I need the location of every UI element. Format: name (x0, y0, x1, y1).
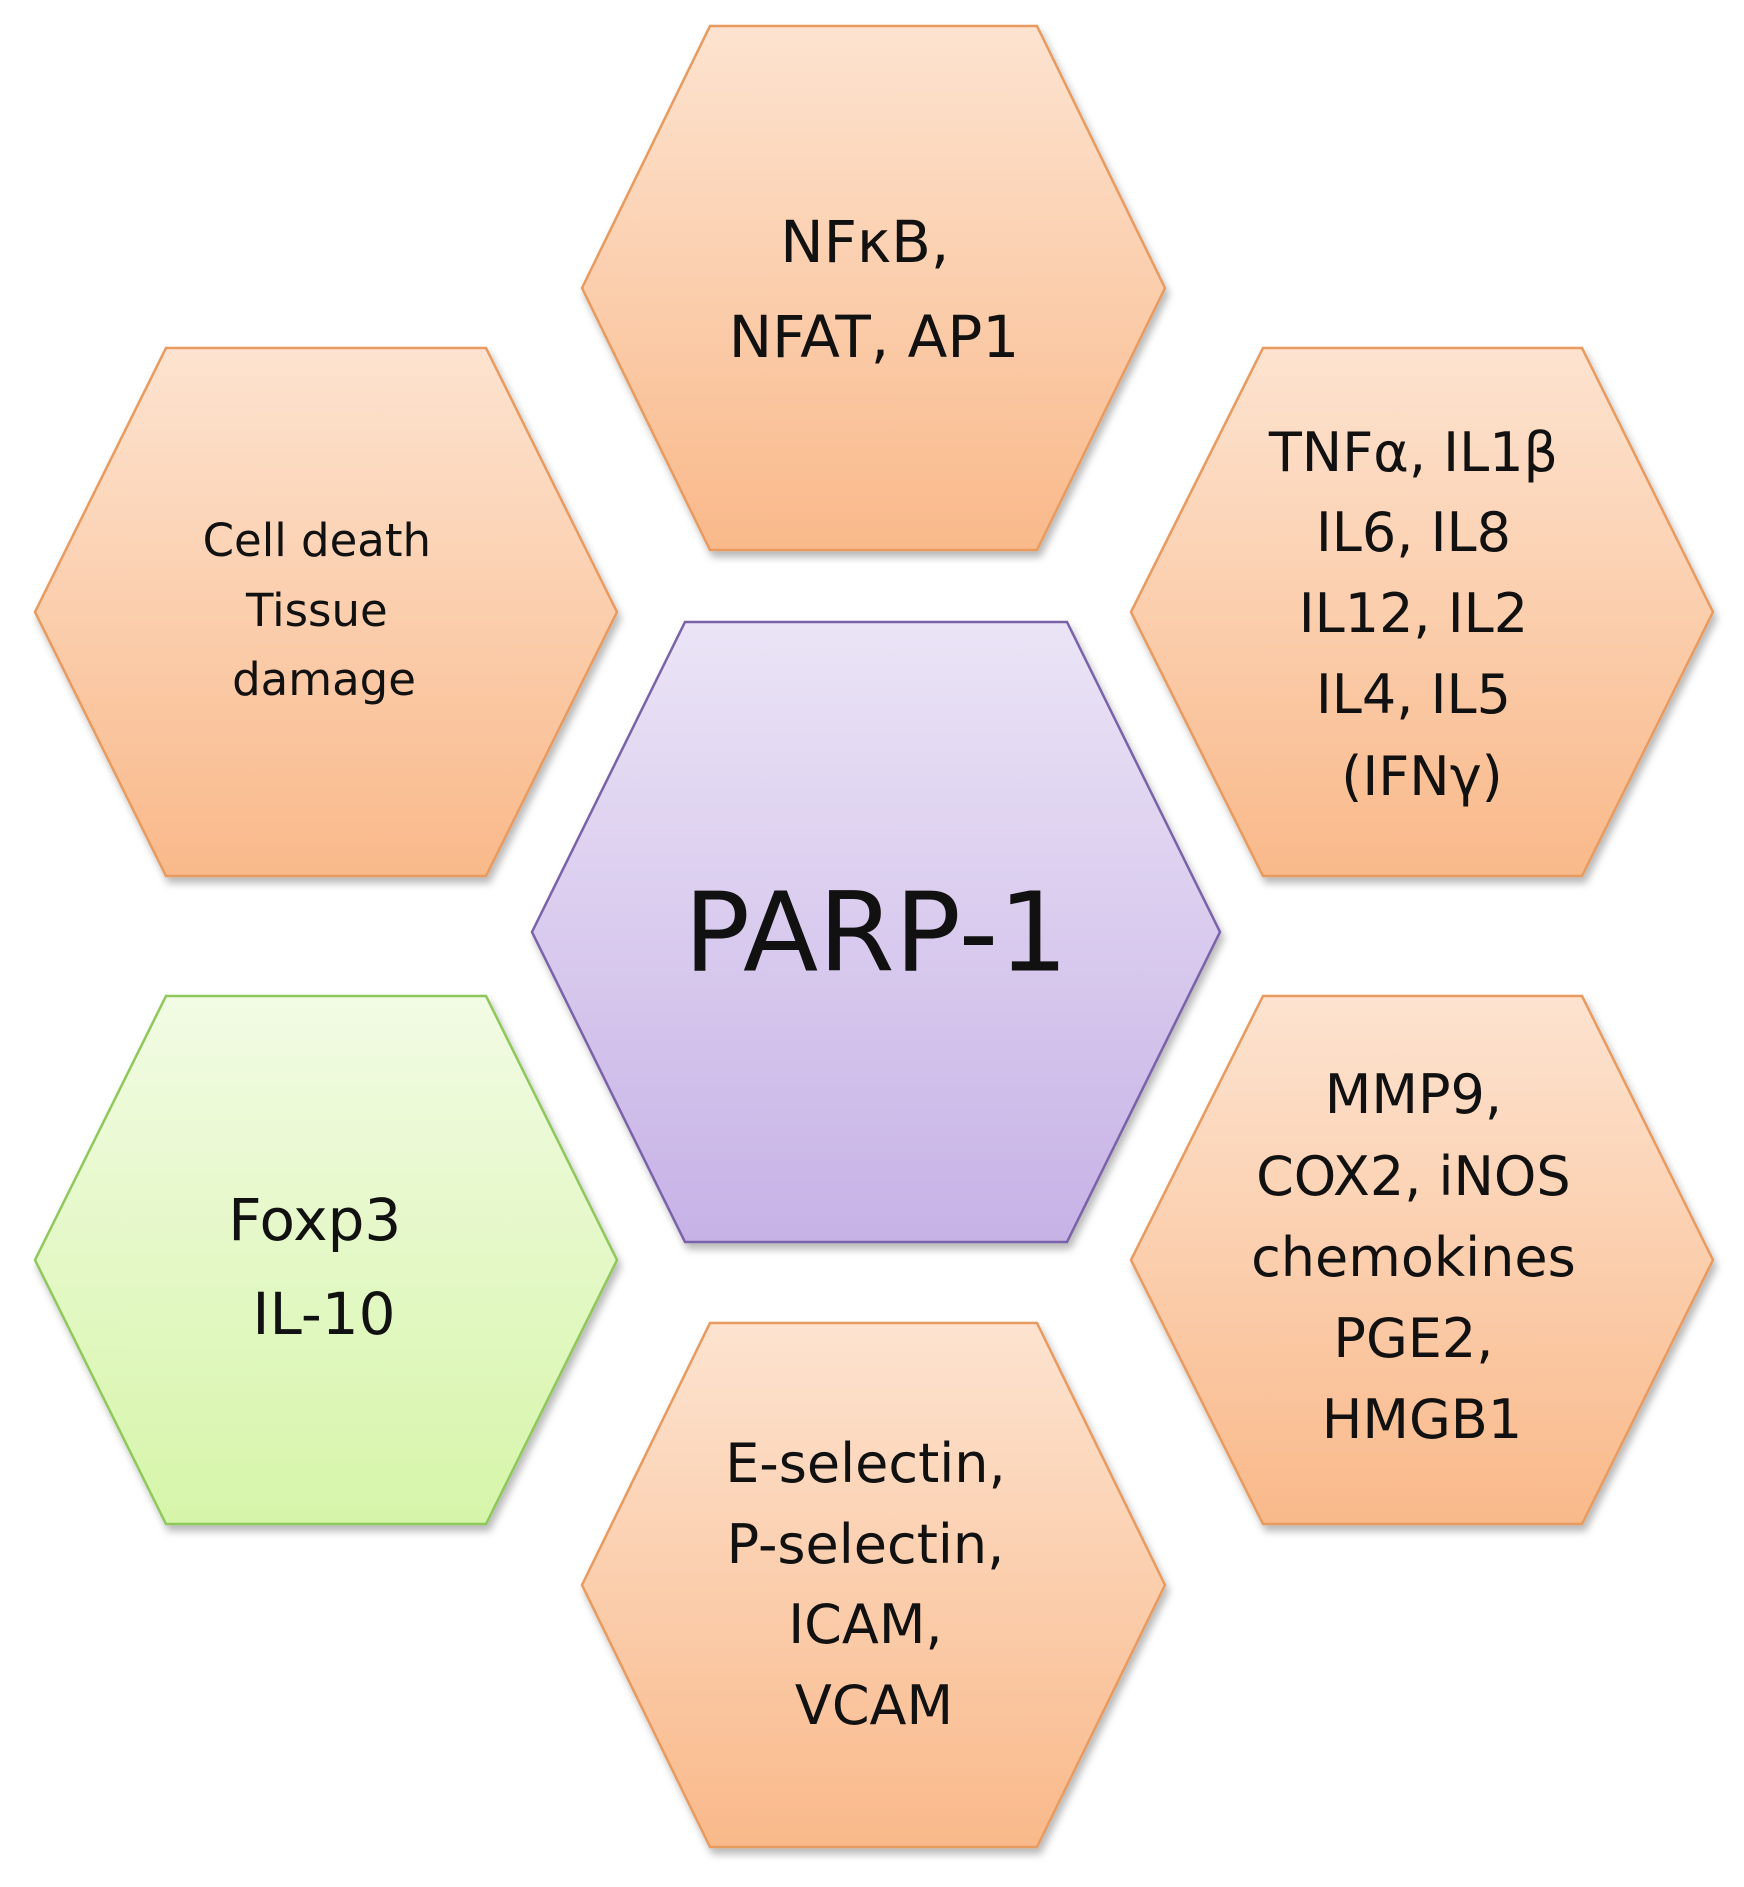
node-upper-right: TNFα, IL1β IL6, IL8 IL12, IL2 IL4, IL5 (… (1129, 346, 1715, 878)
node-bottom-line-2: P-selectin, (727, 1513, 1005, 1576)
node-lower-left-line-1: Foxp3 (228, 1186, 401, 1254)
node-lower-left-text: Foxp3 IL-10 (228, 1186, 419, 1348)
center-hexagon: PARP-1 (530, 620, 1222, 1244)
node-bottom: E-selectin, P-selectin, ICAM, VCAM (580, 1321, 1167, 1849)
node-upper-left-line-1: Cell death (203, 514, 431, 567)
node-upper-left: Cell death Tissue damage (33, 346, 619, 878)
node-upper-right-line-2: IL6, IL8 (1316, 501, 1511, 564)
node-upper-left-shape (33, 346, 619, 878)
node-upper-right-line-3: IL12, IL2 (1299, 582, 1528, 645)
node-upper-right-text: TNFα, IL1β IL6, IL8 IL12, IL2 IL4, IL5 (… (1268, 421, 1575, 808)
center-label: PARP-1 (684, 868, 1069, 996)
node-lower-right-line-4: PGE2, (1333, 1307, 1493, 1370)
node-bottom-line-4: VCAM (795, 1674, 953, 1737)
node-top-text: NFκB, NFAT, AP1 (729, 208, 1019, 371)
node-bottom-text: E-selectin, P-selectin, ICAM, VCAM (725, 1432, 1023, 1737)
node-top: NFκB, NFAT, AP1 (580, 24, 1167, 552)
node-top-line-2: NFAT, AP1 (729, 303, 1019, 371)
node-lower-left: Foxp3 IL-10 (33, 994, 619, 1526)
node-lower-right-text: MMP9, COX2, iNOS chemokines PGE2, HMGB1 (1251, 1063, 1593, 1451)
node-upper-left-text: Cell death Tissue damage (203, 514, 446, 706)
node-lower-right-shape (1129, 994, 1715, 1526)
node-lower-right-line-1: MMP9, (1325, 1063, 1502, 1126)
node-lower-right-line-2: COX2, iNOS (1256, 1145, 1571, 1208)
node-upper-right-line-1: TNFα, IL1β (1268, 421, 1558, 484)
node-upper-right-line-4: IL4, IL5 (1316, 663, 1511, 726)
node-bottom-line-3: ICAM, (788, 1593, 942, 1656)
node-top-line-1: NFκB, (780, 208, 949, 276)
node-bottom-line-1: E-selectin, (725, 1432, 1005, 1495)
node-lower-right-line-3: chemokines (1251, 1226, 1576, 1289)
node-lower-left-shape (33, 994, 619, 1526)
node-lower-right: MMP9, COX2, iNOS chemokines PGE2, HMGB1 (1129, 994, 1715, 1526)
node-bottom-shape (580, 1321, 1167, 1849)
node-upper-left-line-2: Tissue (245, 584, 388, 637)
node-upper-right-line-5: (IFNγ) (1341, 745, 1502, 808)
node-top-shape (580, 24, 1167, 552)
node-upper-right-shape (1129, 346, 1715, 878)
node-lower-left-line-2: IL-10 (252, 1280, 395, 1348)
node-lower-right-line-5: HMGB1 (1322, 1388, 1522, 1451)
node-upper-left-line-3: damage (232, 653, 416, 706)
center-hexagon-shape (530, 620, 1222, 1244)
